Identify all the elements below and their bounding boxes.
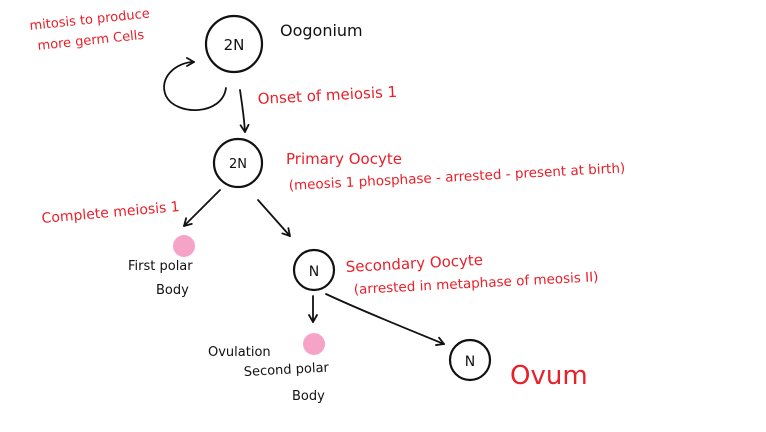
first-polar-arrow <box>183 189 221 227</box>
onset-label: Onset of meiosis 1 <box>257 83 397 108</box>
secondary-oocyte-arrow <box>257 199 291 237</box>
oogonium-ploidy: 2N <box>224 36 245 54</box>
primary-oocyte-cell <box>212 137 264 189</box>
first-polar-body <box>173 235 195 257</box>
mitosis-loop-arrow <box>163 57 227 111</box>
onset-arrow <box>239 89 250 133</box>
oogonium-label: Oogonium <box>280 21 363 40</box>
oogonium-cell <box>204 14 264 74</box>
mitosis-label-line2: more germ Cells <box>37 28 145 54</box>
complete-meiosis-label: Complete meiosis 1 <box>41 199 180 227</box>
second-polar-label-line1: Second polar <box>243 361 329 380</box>
secondary-oocyte-label: Secondary Oocyte <box>345 251 483 276</box>
first-polar-label-line2: Body <box>156 283 189 298</box>
secondary-oocyte-ploidy: N <box>309 264 319 280</box>
second-polar-label-line2: Body <box>292 389 325 404</box>
ovum-ploidy: N <box>465 354 475 370</box>
primary-oocyte-label: Primary Oocyte <box>286 150 402 168</box>
ovum-label: Ovum <box>510 361 588 391</box>
ovum-arrow <box>325 293 445 346</box>
first-polar-label-line1: First polar <box>128 259 193 274</box>
ovulation-label: Ovulation <box>208 345 271 360</box>
secondary-oocyte-cell <box>292 248 336 292</box>
second-polar-body <box>303 333 325 355</box>
primary-oocyte-ploidy: 2N <box>229 157 247 172</box>
ovum-cell <box>448 338 492 382</box>
